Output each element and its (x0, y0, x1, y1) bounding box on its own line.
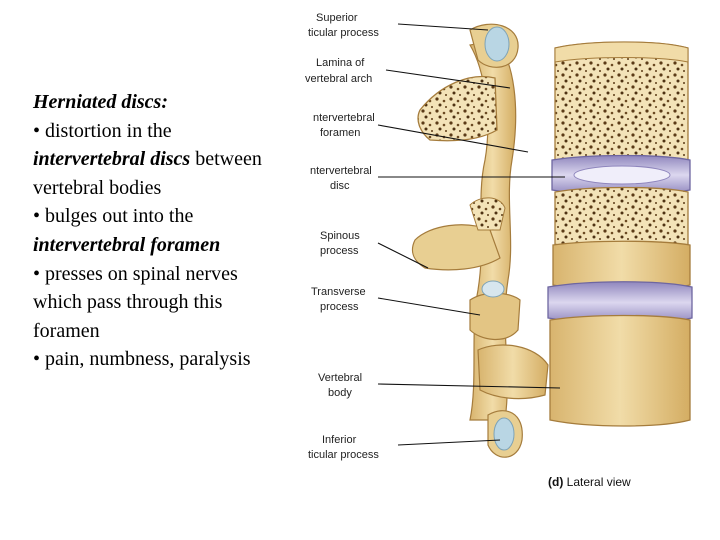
label-foramen-1: ntervertebral (313, 112, 375, 124)
bullet-presses-cont: which pass through this (33, 291, 223, 314)
lower-arch (477, 344, 549, 400)
lamina-section (417, 75, 498, 142)
label-lamina-2: vertebral arch (305, 73, 372, 85)
bullet-presses: • presses on spinal nerves (33, 262, 238, 285)
label-transverse-2: process (320, 301, 359, 313)
leader-foramen (377, 124, 529, 153)
label-vertebral-body: Vertebral body (318, 372, 362, 399)
label-spinous-2: process (320, 245, 359, 257)
term-intervertebral-discs: intervertebral discs (33, 148, 191, 171)
leader-inferior (397, 439, 501, 446)
leader-superior (397, 23, 489, 31)
label-transverse: Transverse process (311, 286, 366, 313)
caption-text: Lateral view (563, 475, 631, 489)
inferior-articular-process (487, 410, 523, 458)
spinous-process (411, 197, 506, 271)
leader-transverse (377, 297, 481, 316)
view-caption: (d) Lateral view (548, 475, 631, 489)
bullet-presses-end: foramen (33, 319, 100, 342)
label-lamina: Lamina of vertebral arch (305, 57, 372, 85)
label-body-1: Vertebral (318, 372, 362, 384)
label-disc-1: ntervertebral (310, 165, 372, 177)
label-inferior-articular: Inferior ticular process (308, 434, 379, 461)
label-superior-1: Superior (316, 12, 358, 24)
term-intervertebral-foramen: intervertebral foramen (33, 233, 221, 256)
label-spinous-1: Spinous (320, 230, 360, 242)
bullet-distortion-cont: intervertebral discs between (33, 145, 318, 174)
label-spinous: Spinous process (320, 230, 360, 257)
label-foramen-2: foramen (320, 127, 360, 139)
superior-articular-process (469, 23, 519, 68)
label-body-2: body (328, 387, 352, 399)
bullet-distortion-between: between (190, 148, 262, 171)
transverse-process (469, 280, 521, 340)
caption-letter: (d) (548, 475, 563, 489)
bullet-bulges-cont: intervertebral foramen (33, 231, 318, 260)
label-disc-2: disc (330, 180, 350, 192)
label-superior-articular: Superior ticular process (308, 12, 379, 39)
label-inferior-1: Inferior (322, 434, 357, 446)
vertebral-bodies (547, 41, 693, 427)
text-block: Herniated discs: • distortion in the int… (33, 88, 318, 374)
bullet-distortion: • distortion in the (33, 119, 172, 142)
bullet-pain: • pain, numbness, paralysis (33, 348, 251, 371)
label-intervertebral-disc: ntervertebral disc (310, 165, 372, 192)
label-inferior-2: ticular process (308, 449, 379, 461)
bullet-distortion-end: vertebral bodies (33, 176, 162, 199)
diagram-labels: Superior ticular process Lamina of vertebr… (305, 12, 379, 461)
label-lamina-1: Lamina of (316, 57, 365, 69)
leader-body (377, 383, 561, 389)
leader-lines (377, 23, 565, 446)
label-intervertebral-foramen: ntervertebral foramen (313, 112, 375, 139)
bullet-bulges: • bulges out into the (33, 205, 194, 228)
leader-spinous (377, 242, 429, 269)
slide-title: Herniated discs: (33, 91, 168, 113)
label-transverse-1: Transverse (311, 286, 366, 298)
label-superior-2: ticular process (308, 27, 379, 39)
leader-lamina (385, 69, 511, 89)
